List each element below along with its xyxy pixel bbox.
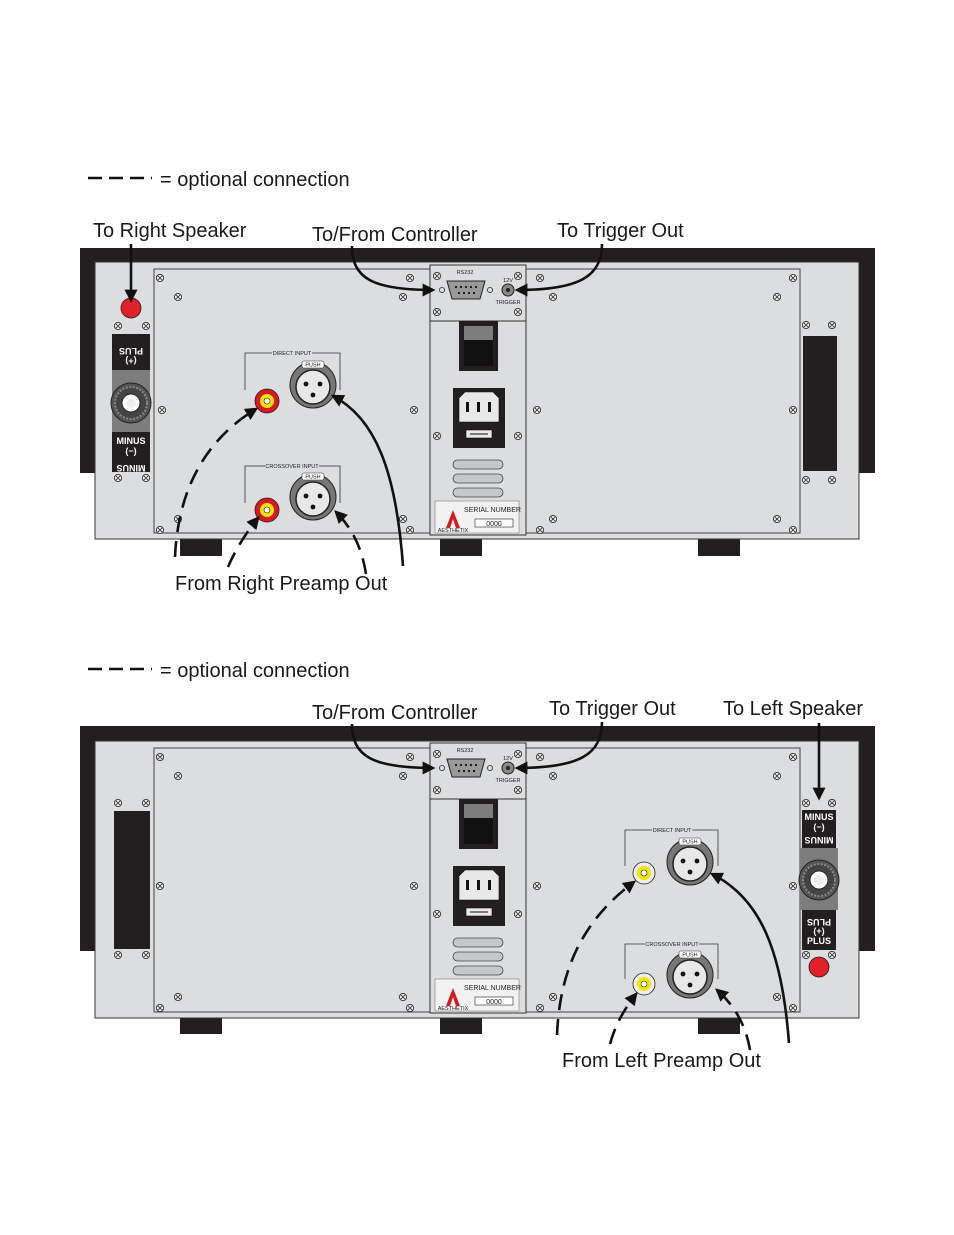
vent-slot	[452, 487, 504, 498]
arrow-controller	[350, 723, 436, 775]
minus-label-inverted: MINUS	[117, 463, 146, 473]
rs232-port[interactable]	[446, 280, 486, 300]
serial-number-label: SERIAL NUMBER	[464, 985, 521, 992]
foot	[698, 1016, 740, 1034]
arrow-optional-rca-crossover	[608, 991, 638, 1045]
arrow-optional-rca-direct	[555, 880, 637, 1036]
push-label: PUSH	[682, 840, 697, 846]
serial-number-label: SERIAL NUMBER	[464, 507, 521, 514]
plus-sign: (+)	[125, 356, 136, 366]
arrow-optional-rca-crossover	[226, 516, 260, 568]
brand-label: AESTHETIX	[438, 528, 469, 534]
serial-number-value: 0000	[486, 521, 502, 528]
amplifier-left-channel: MINUS (−) MINUS PLUS (+) PLUS DIRECT INP…	[80, 726, 875, 1034]
vent-window	[803, 336, 837, 471]
label-to-from-controller: To/From Controller	[312, 702, 478, 724]
crossover-input-label: CROSSOVER INPUT	[645, 942, 699, 948]
arrow-optional-xlr-crossover	[334, 510, 368, 575]
label-to-trigger-out: To Trigger Out	[549, 698, 676, 720]
plus-label-inverted: PLUS	[807, 917, 831, 927]
legend-text: = optional connection	[160, 169, 350, 191]
rs232-port[interactable]	[446, 758, 486, 778]
label-to-trigger-out: To Trigger Out	[557, 220, 684, 242]
label-to-right-speaker: To Right Speaker	[93, 220, 247, 242]
trigger-label: TRIGGER	[495, 300, 520, 306]
foot	[440, 536, 482, 556]
arrow-trigger	[514, 721, 604, 775]
vent-window	[114, 811, 150, 949]
vent-slot	[452, 473, 504, 484]
label-from-left-preamp-out: From Left Preamp Out	[562, 1050, 761, 1072]
minus-label-inverted: MINUS	[805, 835, 834, 845]
label-to-left-speaker: To Left Speaker	[723, 698, 863, 720]
direct-input-label: DIRECT INPUT	[273, 351, 312, 357]
arrow-xlr-direct	[709, 872, 791, 1044]
brand-logo-icon	[446, 510, 460, 528]
foot	[440, 1016, 482, 1034]
arrow-trigger	[514, 243, 604, 297]
amplifier-right-channel: (+) PLUS MINUS (−) MINUS DIRECT INPUT	[80, 248, 875, 556]
legend-bottom: = optional connection	[88, 660, 350, 682]
crossover-input-label: CROSSOVER INPUT	[265, 464, 319, 470]
connection-arrows-bottom	[350, 721, 826, 1051]
12v-label: 12V	[503, 278, 513, 284]
label-from-right-preamp-out: From Right Preamp Out	[175, 573, 388, 595]
serial-number-value: 0000	[486, 999, 502, 1006]
arrow-optional-xlr-crossover	[715, 988, 752, 1051]
plus-label: PLUS	[807, 936, 831, 946]
push-label: PUSH	[682, 953, 697, 959]
arrow-optional-rca-direct	[173, 407, 259, 558]
plus-label: PLUS	[119, 346, 143, 356]
brand-logo-icon	[446, 988, 460, 1006]
rs232-label: RS232	[457, 748, 474, 754]
foot	[698, 536, 740, 556]
foot	[180, 536, 222, 556]
binding-post-red[interactable]	[120, 297, 142, 319]
minus-label: MINUS	[117, 436, 146, 446]
arrow-xlr-direct	[330, 394, 405, 567]
push-label: PUSH	[305, 363, 320, 369]
legend-text: = optional connection	[160, 660, 350, 682]
vent-slot	[452, 951, 504, 962]
minus-sign: (−)	[125, 446, 136, 456]
minus-sign: (−)	[813, 822, 824, 832]
vent-slot	[452, 459, 504, 470]
label-to-from-controller: To/From Controller	[312, 224, 478, 246]
plus-sign: (+)	[813, 926, 824, 936]
connection-arrows-top	[124, 243, 604, 575]
push-label: PUSH	[305, 475, 320, 481]
trigger-label: TRIGGER	[495, 778, 520, 784]
binding-post-red[interactable]	[808, 956, 830, 978]
minus-label: MINUS	[805, 812, 834, 822]
vent-slot	[452, 937, 504, 948]
rs232-label: RS232	[457, 270, 474, 276]
12v-label: 12V	[503, 756, 513, 762]
legend-top: = optional connection	[88, 169, 350, 191]
direct-input-label: DIRECT INPUT	[653, 828, 692, 834]
vent-slot	[452, 965, 504, 976]
brand-label: AESTHETIX	[438, 1006, 469, 1012]
arrow-controller	[350, 245, 436, 297]
foot	[180, 1016, 222, 1034]
